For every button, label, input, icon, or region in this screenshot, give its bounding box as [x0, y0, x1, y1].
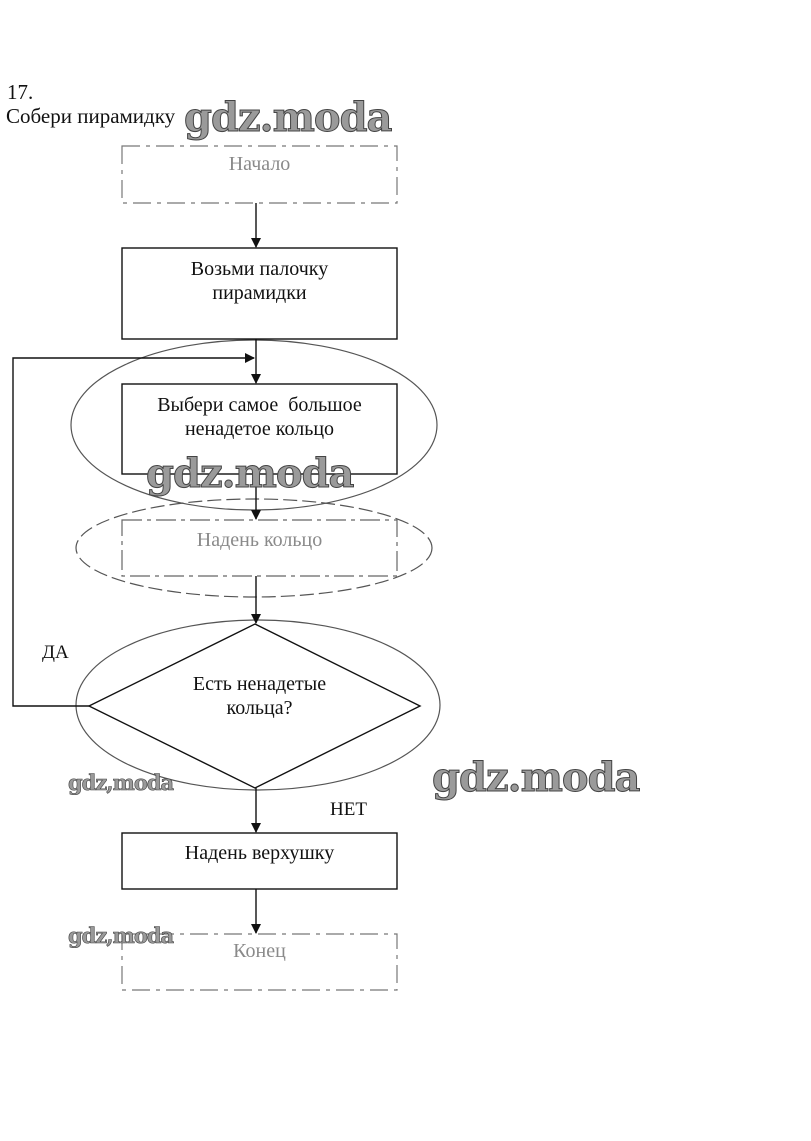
highlight-ellipse-put-ring	[75, 498, 433, 598]
watermark-small-1: gdz,moda	[68, 770, 175, 796]
node-end-label: Конец	[233, 940, 286, 962]
yes-label: ДА	[42, 642, 69, 663]
watermark-small-2: gdz,moda	[68, 923, 175, 949]
node-decision-label: Есть ненадетые кольца?	[192, 673, 327, 719]
task-title: Собери пирамидку	[6, 104, 176, 128]
node-take-stick-label: Возьми палочку пирамидки	[190, 258, 329, 304]
edge-decision-yes-loop	[12, 353, 255, 707]
node-choose-ring-box	[121, 383, 398, 475]
watermark-top: gdz.moda	[183, 94, 392, 142]
watermark-right: gdz.moda	[431, 754, 640, 802]
node-put-top-label: Надень верхушку	[184, 842, 335, 864]
node-put-ring-box	[121, 519, 398, 577]
node-start-box	[121, 145, 398, 204]
node-put-ring-label: Надень кольцо	[196, 529, 323, 551]
node-decision-diamond	[87, 623, 422, 789]
node-choose-ring-label: Выбери самое большое ненадетое кольцо	[157, 394, 362, 440]
node-end-box	[121, 933, 398, 991]
node-take-stick-box	[121, 247, 398, 340]
no-label: НЕТ	[330, 799, 367, 820]
watermark-middle: gdz.moda	[145, 450, 354, 498]
node-put-top-box	[121, 832, 398, 890]
node-start-label: Начало	[228, 153, 291, 175]
task-number: 17.	[7, 80, 34, 104]
